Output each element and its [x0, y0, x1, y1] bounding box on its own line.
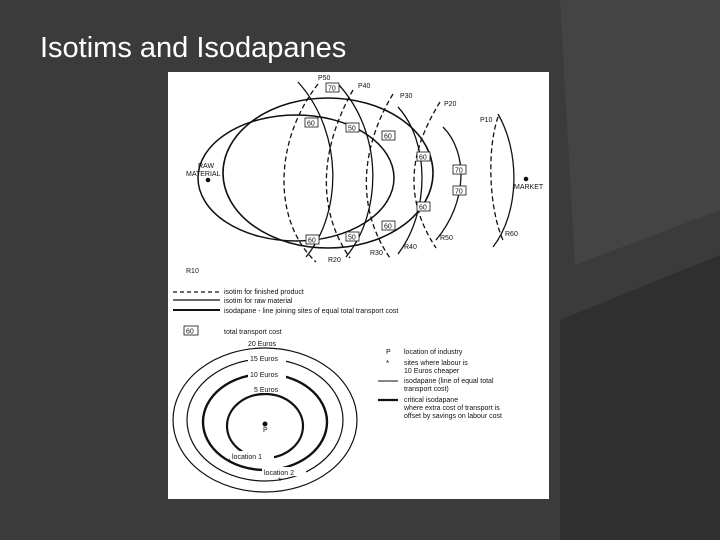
centre-p-label: P	[263, 427, 268, 434]
cost-box: 60	[381, 220, 396, 231]
cost-box-value: 60	[419, 205, 427, 212]
ring-label-10: 10 Euros	[250, 372, 279, 379]
isodapane-loop	[222, 97, 434, 249]
legend-symbol-star: *	[386, 359, 389, 368]
ring-label-5: 5 Euros	[254, 387, 279, 394]
cost-box-value: 60	[384, 224, 392, 231]
ring-labels: 20 Euros 15 Euros 10 Euros 5 Euros P loc…	[230, 338, 306, 477]
cost-box-value: 60	[384, 134, 392, 141]
raw-material-point	[205, 177, 211, 183]
legend-text: isotim for raw material	[224, 298, 293, 305]
cost-box-value: 50	[348, 126, 356, 133]
cost-box: 50	[345, 122, 360, 133]
legend-text: isodapane (line of equal total	[404, 378, 494, 385]
cost-box: 60	[416, 151, 431, 162]
legend-text: where extra cost of transport is	[403, 405, 500, 412]
r10-label: R10	[186, 268, 199, 275]
bottom-legend: P location of industry * sites where lab…	[378, 349, 502, 420]
product-isotim-p40	[325, 89, 354, 259]
ring-20-euros	[172, 347, 358, 493]
market-label: MARKET	[514, 184, 544, 191]
top-legend: isotim for finished product isotim for r…	[173, 289, 398, 336]
location-1-star: *	[228, 457, 232, 467]
p10-label: P10	[480, 117, 493, 124]
cost-box-value: 70	[328, 86, 336, 93]
cost-box-value: 50	[348, 235, 356, 242]
location-2-label: location 2	[264, 470, 294, 477]
top-diagram	[197, 81, 529, 263]
product-isotim-p30	[365, 93, 394, 259]
legend-text: isotim for finished product	[224, 289, 304, 296]
r60-label: R60	[505, 231, 518, 238]
raw-material-label-line2: MATERIAL	[186, 171, 221, 178]
raw-isotim-r30	[337, 83, 374, 258]
cost-box: 60	[304, 117, 319, 128]
r50-label: R50	[440, 235, 453, 242]
r40-label: R40	[404, 244, 417, 251]
raw-isotim-r60	[492, 113, 515, 248]
legend-box	[183, 325, 199, 336]
legend-text: sites where labour is	[404, 360, 468, 367]
cost-box-value: 60	[308, 238, 316, 245]
cost-box: 50	[345, 231, 360, 242]
r20-label: R20	[328, 257, 341, 264]
product-isotim-p20	[413, 101, 441, 249]
cost-box: 70	[452, 185, 467, 196]
legend-text: offset by savings on labour cost	[404, 413, 502, 420]
slide-title: Isotims and Isodapanes	[40, 32, 347, 64]
product-isotim-p50	[283, 83, 319, 263]
cost-box-value: 60	[307, 121, 315, 128]
legend-text: transport cost)	[404, 386, 449, 393]
legend-box-value: 60	[186, 329, 194, 336]
legend-text: location of industry	[404, 349, 463, 356]
legend-text: total transport cost	[224, 329, 282, 336]
location-2-star: *	[278, 476, 282, 486]
p20-label: P20	[444, 101, 457, 108]
location-1-label: location 1	[232, 454, 262, 461]
raw-isotim-r20	[297, 81, 334, 258]
cost-box: 60	[416, 201, 431, 212]
legend-symbol-p: P	[386, 349, 391, 356]
ring-label-15: 15 Euros	[250, 356, 279, 363]
raw-isotim-r40	[397, 106, 423, 255]
figure-drawing: RAW MATERIAL MARKET P50 P40 P30 P20 P10 …	[172, 75, 544, 493]
cost-box: 60	[305, 234, 320, 245]
legend-text: critical isodapane	[404, 397, 458, 404]
p40-label: P40	[358, 83, 371, 90]
p30-label: P30	[400, 93, 413, 100]
cost-box: 70	[325, 82, 340, 93]
raw-isotim-r50	[435, 126, 462, 241]
market-point	[523, 176, 529, 182]
centre-point	[262, 421, 268, 427]
cost-box-value: 60	[419, 155, 427, 162]
legend-text: 10 Euros cheaper	[404, 368, 460, 375]
isotims-isodapanes-figure: RAW MATERIAL MARKET P50 P40 P30 P20 P10 …	[168, 72, 549, 499]
legend-text: isodapane - line joining sites of equal …	[224, 308, 398, 315]
r30-label: R30	[370, 250, 383, 257]
ring-label-20: 20 Euros	[248, 341, 277, 348]
raw-material-isotim-inner	[197, 114, 395, 242]
product-isotim-p10	[490, 116, 504, 241]
p50-label: P50	[318, 75, 331, 82]
cost-box: 60	[381, 130, 396, 141]
cost-box-value: 70	[455, 168, 463, 175]
cost-box: 70	[452, 164, 467, 175]
cost-box-value: 70	[455, 189, 463, 196]
raw-material-label-line1: RAW	[198, 163, 214, 170]
